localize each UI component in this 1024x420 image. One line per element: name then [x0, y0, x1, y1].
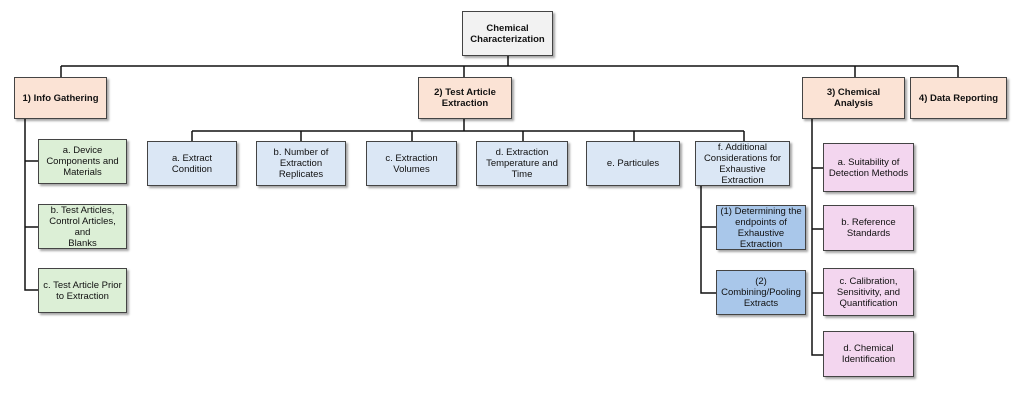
category-label: 4) Data Reporting: [918, 92, 999, 104]
connector-info-trunk: [24, 119, 38, 291]
connector-additional-trunk: [700, 186, 716, 294]
item-label: c. Test Article Prior to Extraction: [43, 279, 122, 302]
item-label: a. Extract Condition: [171, 152, 213, 175]
analysis-item-reference-standards: b. Reference Standards: [823, 205, 914, 251]
category-label: 2) Test Article Extraction: [434, 87, 496, 109]
category-label: 1) Info Gathering: [22, 92, 99, 104]
info-item-test-articles: b. Test Articles, Control Articles, and …: [38, 204, 127, 249]
category-chemical-analysis: 3) Chemical Analysis: [802, 77, 905, 119]
item-label: b. Test Articles, Control Articles, and …: [49, 204, 116, 249]
item-label: e. Particules: [606, 158, 660, 169]
item-label: b. Reference Standards: [841, 217, 896, 239]
item-label: b. Number of Extraction Replicates: [273, 147, 329, 180]
info-item-device-components: a. Device Components and Materials: [38, 139, 127, 184]
item-label: (2) Combining/Pooling Extracts: [721, 276, 801, 309]
connector-analysis-trunk: [811, 119, 823, 356]
item-label: d. Extraction Temperature and Time: [486, 147, 558, 180]
item-label: (1) Determining the endpoints of Exhaust…: [720, 205, 802, 250]
category-label: 3) Chemical Analysis: [826, 87, 881, 109]
item-label: c. Calibration, Sensitivity, and Quantif…: [836, 275, 901, 309]
extraction-subitem-endpoints: (1) Determining the endpoints of Exhaust…: [716, 205, 806, 250]
root-node: Chemical Characterization: [462, 11, 553, 56]
extraction-item-replicates: b. Number of Extraction Replicates: [256, 141, 346, 186]
item-label: a. Device Components and Materials: [46, 145, 119, 178]
category-data-reporting: 4) Data Reporting: [910, 77, 1007, 119]
item-label: c. Extraction Volumes: [385, 152, 438, 175]
root-label: Chemical Characterization: [470, 22, 545, 45]
extraction-item-volumes: c. Extraction Volumes: [366, 141, 457, 186]
item-label: a. Suitability of Detection Methods: [828, 156, 909, 179]
category-info-gathering: 1) Info Gathering: [14, 77, 107, 119]
extraction-item-temperature-time: d. Extraction Temperature and Time: [476, 141, 568, 186]
extraction-item-particules: e. Particules: [586, 141, 680, 186]
analysis-item-detection-methods: a. Suitability of Detection Methods: [823, 143, 914, 192]
item-label: d. Chemical Identification: [841, 343, 896, 365]
analysis-item-calibration: c. Calibration, Sensitivity, and Quantif…: [823, 268, 914, 316]
extraction-subitem-pooling: (2) Combining/Pooling Extracts: [716, 270, 806, 315]
extraction-item-additional-considerations: f. Additional Considerations for Exhaust…: [695, 141, 790, 186]
analysis-item-identification: d. Chemical Identification: [823, 331, 914, 377]
info-item-prior-to-extraction: c. Test Article Prior to Extraction: [38, 268, 127, 313]
category-test-article-extraction: 2) Test Article Extraction: [418, 77, 512, 119]
item-label: f. Additional Considerations for Exhaust…: [703, 141, 782, 186]
extraction-item-extract-condition: a. Extract Condition: [147, 141, 237, 186]
